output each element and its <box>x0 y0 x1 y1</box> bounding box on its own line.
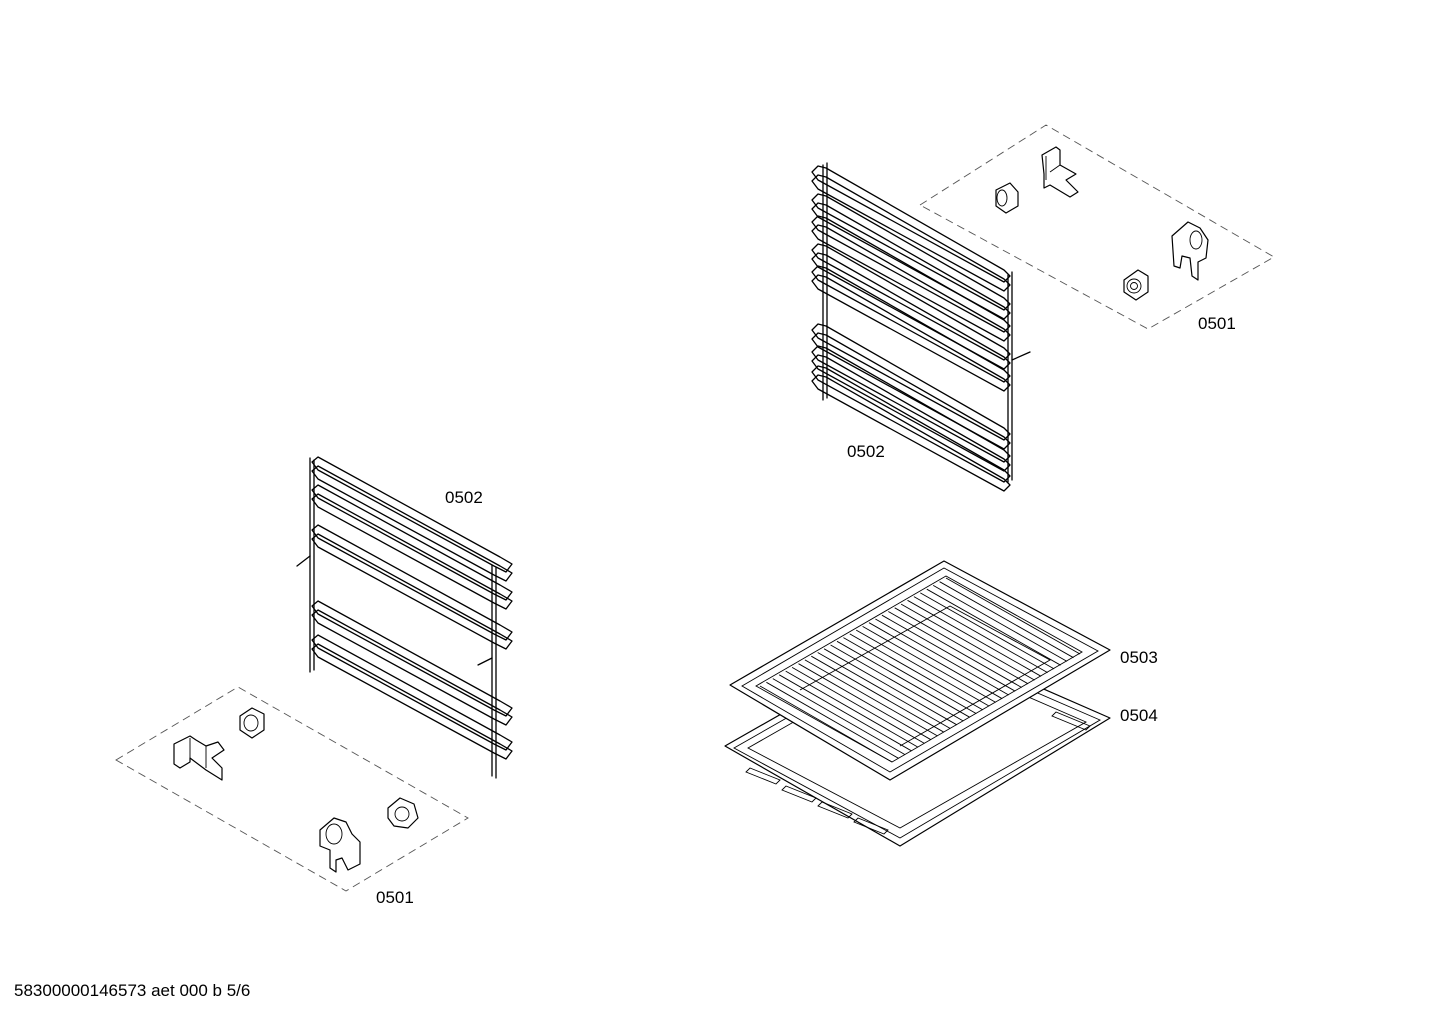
bracket-clip-icon <box>173 735 225 781</box>
rail-rung <box>311 643 513 760</box>
part-label-0501-left: 0501 <box>376 888 414 907</box>
shelf-wire <box>778 674 912 752</box>
rail-rung <box>311 600 513 717</box>
rail-rung <box>311 533 513 650</box>
ring-plug-icon <box>387 797 419 829</box>
rail-rung <box>811 224 1011 342</box>
shelf-wire <box>843 637 977 714</box>
rail-rung <box>811 243 1011 361</box>
shelf-wire <box>894 607 1029 685</box>
rail-rung <box>811 365 1011 483</box>
shelf-wire <box>804 659 938 737</box>
plug-icon <box>239 707 265 739</box>
part-label-0502-left: 0502 <box>445 488 483 507</box>
shelf-wire <box>913 596 1048 673</box>
shelf-wire <box>875 618 1009 696</box>
rail-rung <box>811 265 1011 383</box>
part-label-0502-right: 0502 <box>847 442 885 461</box>
rail-rung <box>311 465 513 582</box>
rail-rung <box>311 524 513 641</box>
latch-clip-icon <box>319 817 361 873</box>
shelf-wire <box>766 681 899 759</box>
clip-kit-right <box>919 124 1275 330</box>
rail-rung <box>311 609 513 726</box>
rail-rung <box>811 274 1011 392</box>
shelf-wire <box>939 581 1074 659</box>
rail-rung <box>811 174 1011 292</box>
latch-clip-icon <box>1171 221 1209 281</box>
clip-kit-left <box>115 686 469 892</box>
rail-rung <box>811 202 1011 320</box>
shelf-wire <box>868 622 1003 700</box>
shelf-wire <box>888 611 1022 688</box>
shelf-wire <box>772 678 906 755</box>
shelf-wire <box>945 577 1081 655</box>
shelf-wire <box>823 648 958 726</box>
shelf-wire <box>881 614 1016 692</box>
wire-shelf <box>729 560 1111 781</box>
plug-icon <box>995 182 1019 214</box>
shelf-wire <box>791 667 925 744</box>
shelf-wire <box>907 599 1042 677</box>
rail-rung <box>311 634 513 751</box>
shelf-wire <box>811 655 945 733</box>
rail-rung <box>811 354 1011 472</box>
shelf-wire <box>759 685 893 763</box>
shelf-wire <box>855 629 990 707</box>
shelf-wire <box>817 652 951 729</box>
shelf-rail-right <box>811 162 1031 492</box>
shelf-wire <box>798 663 932 741</box>
shelf-wire <box>932 585 1068 662</box>
shelf-wire <box>920 592 1055 670</box>
rail-rung <box>311 493 513 610</box>
shelf-wire <box>862 626 996 703</box>
shelf-crossbar <box>799 605 1051 747</box>
rail-rung <box>811 165 1011 283</box>
part-label-0504: 0504 <box>1120 706 1158 725</box>
bracket-clip-icon <box>1041 146 1079 198</box>
drawing-reference-number: 58300000146573 aet 000 b 5/6 <box>14 981 251 1000</box>
rail-rung <box>811 345 1011 463</box>
rail-rung <box>311 484 513 601</box>
tray-vent-slot <box>817 801 853 819</box>
tray-vent-slot <box>853 817 889 835</box>
rail-rung <box>811 332 1011 450</box>
rail-rung <box>811 215 1011 333</box>
part-label-0503: 0503 <box>1120 648 1158 667</box>
tray-vent-slot <box>781 785 817 803</box>
shelf-wire <box>830 644 964 722</box>
rail-rung <box>811 374 1011 492</box>
ring-plug-icon <box>1123 269 1149 301</box>
shelf-wire <box>849 633 984 711</box>
part-label-0501-right: 0501 <box>1198 314 1236 333</box>
shelf-wire <box>900 603 1035 681</box>
shelf-wire <box>926 588 1061 666</box>
shelf-wire <box>785 670 919 748</box>
tray-vent-slot <box>1051 711 1091 731</box>
tray-vent-slot <box>745 767 781 785</box>
shelf-wire <box>836 640 971 718</box>
shelf-rail-left <box>296 456 513 779</box>
rail-rung <box>811 193 1011 311</box>
rail-rung <box>311 456 513 573</box>
rail-rung <box>811 323 1011 441</box>
rail-rung <box>811 252 1011 370</box>
